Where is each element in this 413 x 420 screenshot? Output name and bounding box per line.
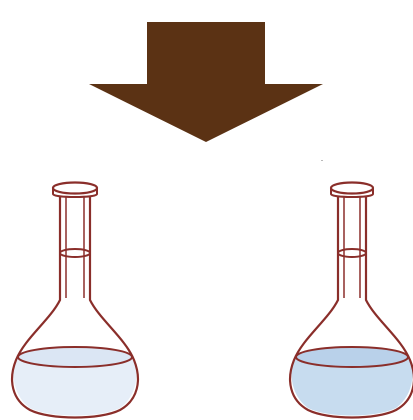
right-flask bbox=[290, 183, 413, 418]
right-flask-lip bbox=[331, 183, 373, 194]
right-flask-liquid-surface bbox=[296, 347, 408, 367]
stray-mark bbox=[321, 160, 323, 161]
down-arrow-icon bbox=[89, 22, 323, 142]
left-flask-lip bbox=[53, 183, 97, 194]
left-flask bbox=[12, 183, 138, 418]
right-flask-neck-mark bbox=[338, 249, 366, 257]
left-flask-liquid-surface bbox=[18, 347, 132, 367]
left-flask-neck-mark bbox=[60, 249, 90, 257]
